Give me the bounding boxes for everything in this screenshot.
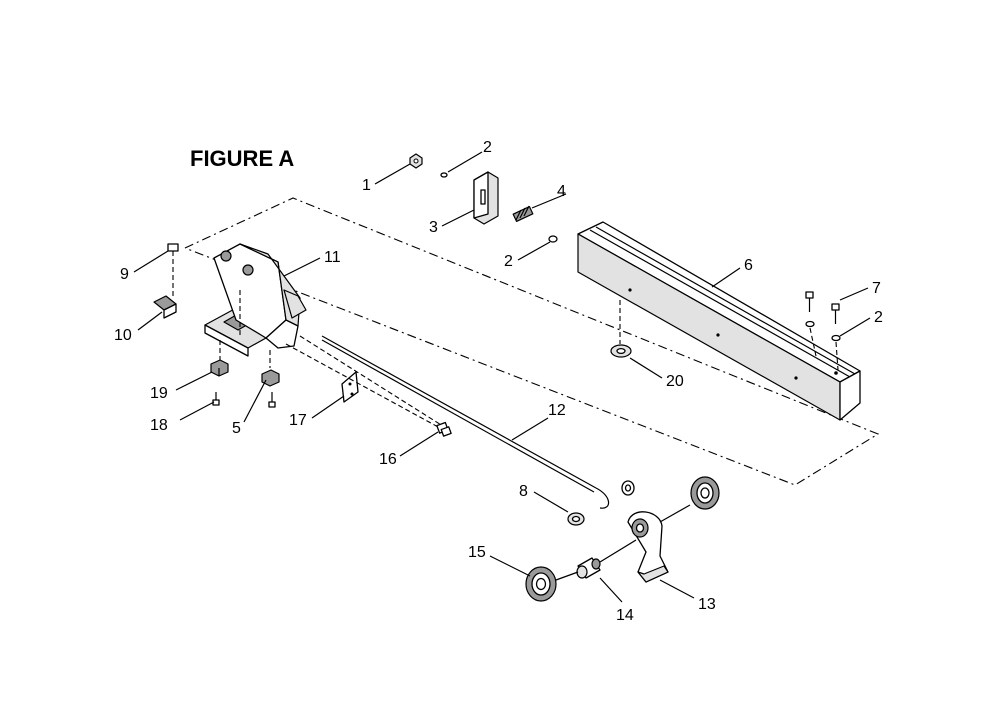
callout-19: 19 — [150, 385, 168, 402]
callout-12: 12 — [548, 402, 566, 419]
block-19 — [210, 359, 229, 377]
block-5 — [261, 369, 280, 387]
screw-5 — [268, 392, 276, 408]
figure-title: FIGURE A — [190, 146, 294, 171]
callout-5: 5 — [232, 420, 241, 437]
fence-rail — [577, 221, 861, 421]
rod-12 — [321, 335, 610, 509]
plate-17 — [341, 371, 359, 403]
rail-hole — [628, 288, 632, 292]
callout-11: 11 — [324, 249, 341, 266]
rail-hole — [794, 376, 798, 380]
bearing-15 — [525, 566, 557, 602]
clip-10 — [153, 295, 177, 319]
callout-4: 4 — [557, 183, 566, 200]
callout-6: 6 — [744, 257, 753, 274]
callout-10: 10 — [114, 327, 132, 344]
nut-1 — [409, 153, 423, 169]
housing-11 — [204, 243, 307, 357]
callout-15: 15 — [468, 544, 486, 561]
callout-18: 18 — [150, 417, 168, 434]
callout-2-mid: 2 — [504, 253, 513, 270]
rail-hole — [834, 371, 838, 375]
washer-2 — [548, 235, 558, 243]
callout-17: 17 — [289, 412, 307, 429]
rail-hole — [716, 333, 720, 337]
bushing-14 — [576, 557, 601, 579]
callout-2-right: 2 — [874, 309, 883, 326]
assembly-boundary — [184, 197, 880, 486]
screw-7 — [805, 291, 841, 371]
bearing — [690, 476, 720, 510]
callout-8: 8 — [519, 483, 528, 500]
lever-13 — [627, 511, 669, 583]
washer-2 — [440, 172, 448, 178]
screw-16 — [436, 421, 452, 437]
bracket-3 — [473, 171, 499, 225]
callout-13: 13 — [698, 596, 716, 613]
callout-1: 1 — [362, 177, 371, 194]
washer-2 — [831, 334, 841, 342]
screw-9 — [167, 243, 179, 296]
spring-4 — [512, 205, 534, 223]
callout-3: 3 — [429, 219, 438, 236]
callout-14: 14 — [616, 607, 634, 624]
callout-2-top: 2 — [483, 139, 492, 156]
callout-7: 7 — [872, 280, 881, 297]
callout-16: 16 — [379, 451, 397, 468]
screw-18 — [212, 392, 220, 406]
callout-9: 9 — [120, 266, 129, 283]
callout-20: 20 — [666, 373, 684, 390]
